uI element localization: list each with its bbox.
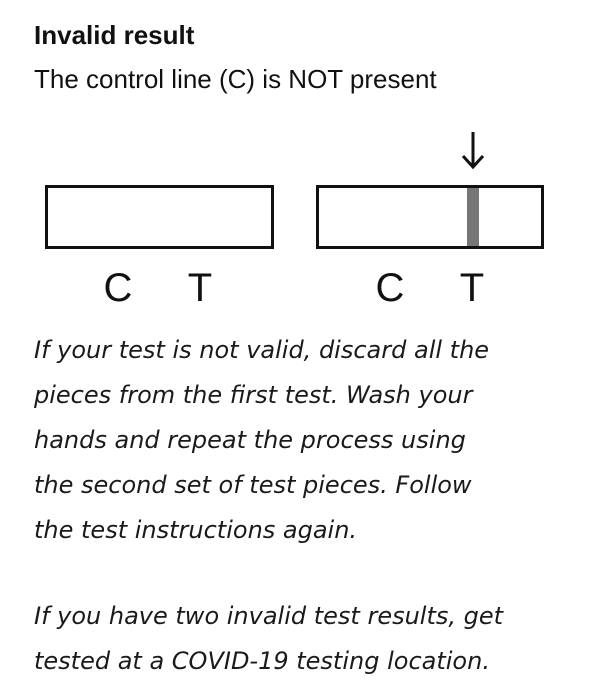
- control-label: C: [375, 266, 405, 310]
- test-label: T: [459, 266, 485, 310]
- test-strip-test-line-only: [316, 185, 544, 249]
- paragraph-line: the test instructions again.: [34, 516, 358, 544]
- two-invalid-results-paragraph: If you have two invalid test results, ge…: [34, 594, 574, 684]
- down-arrow-icon: [461, 132, 485, 170]
- paragraph-line: hands and repeat the process using: [34, 426, 466, 454]
- test-strip-no-lines: [45, 185, 274, 249]
- paragraph-line: tested at a COVID-19 testing location.: [34, 647, 490, 675]
- paragraph-line: pieces from the first test. Wash your: [34, 381, 473, 409]
- paragraph-line: If you have two invalid test results, ge…: [34, 602, 504, 630]
- test-label: T: [187, 266, 213, 310]
- result-subtitle: The control line (C) is NOT present: [34, 64, 437, 94]
- paragraph-line: If your test is not valid, discard all t…: [34, 336, 490, 364]
- invalid-instructions-paragraph: If your test is not valid, discard all t…: [34, 328, 574, 553]
- result-title: Invalid result: [34, 20, 195, 50]
- test-line: [467, 188, 479, 246]
- control-label: C: [103, 266, 133, 310]
- paragraph-line: the second set of test pieces. Follow: [34, 471, 472, 499]
